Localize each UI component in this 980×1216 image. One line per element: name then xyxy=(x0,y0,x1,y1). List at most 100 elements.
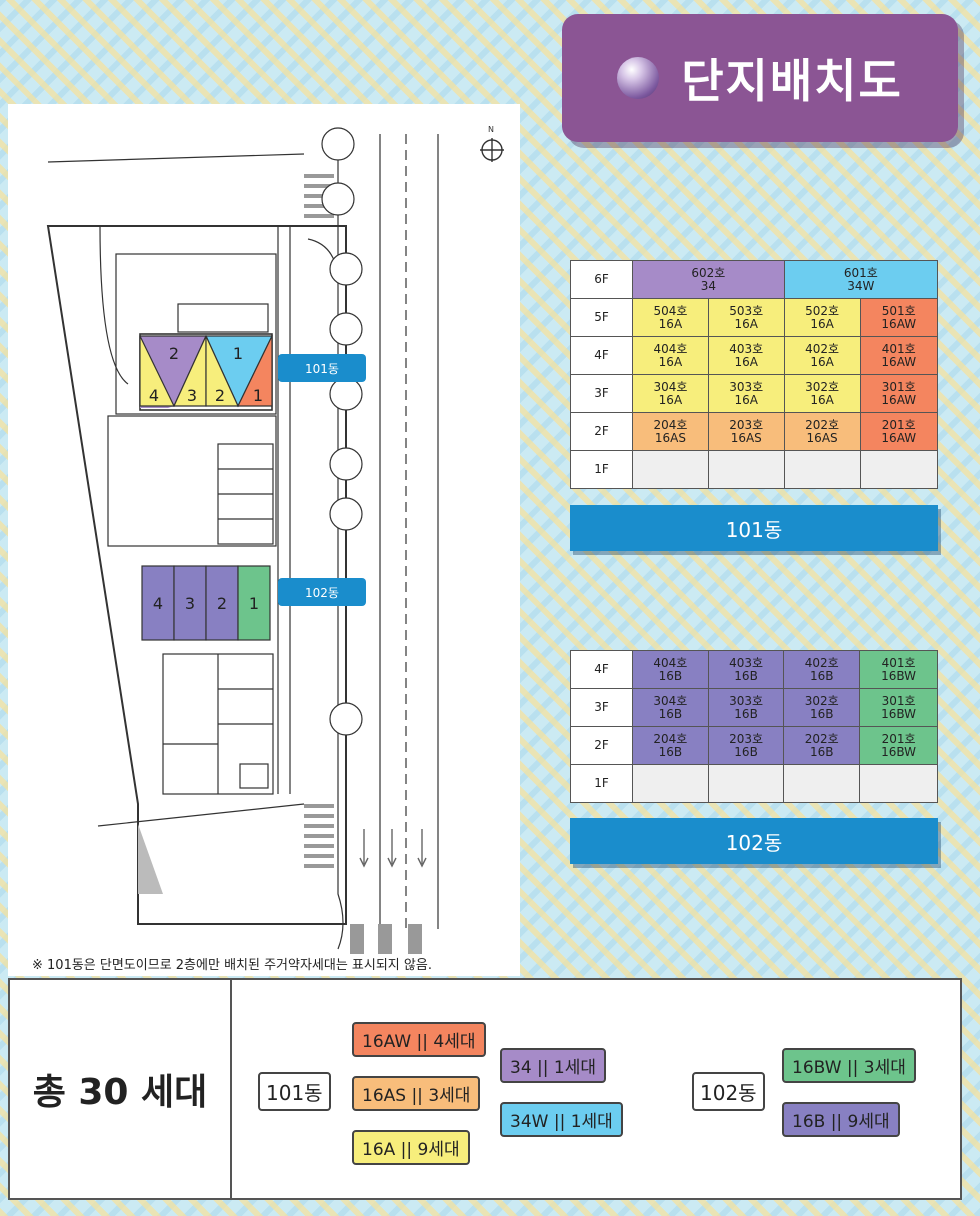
plan-badge-102: 102동 xyxy=(278,578,366,606)
unit-number: 601호 xyxy=(843,265,878,280)
unit-type: 16A xyxy=(658,354,683,369)
b101-unit-bottom-4: 1 xyxy=(253,386,263,405)
unit-number: 401호 xyxy=(881,341,916,356)
unit-cell xyxy=(783,450,861,489)
floor-label: 2F xyxy=(570,412,633,451)
unit-cell xyxy=(707,764,785,803)
unit-number: 201호 xyxy=(881,417,916,432)
unit-type: 16BW xyxy=(881,744,917,759)
site-plan-drawing: N 2 1 4 3 2 1 4 3 2 1 xyxy=(46,125,504,954)
unit-number: 404호 xyxy=(653,655,688,670)
unit-type: 16B xyxy=(658,744,683,759)
unit-type: 16B xyxy=(734,668,758,683)
floor-label: 6F xyxy=(570,260,633,299)
unit-number: 404호 xyxy=(653,341,688,356)
unit-type: 34W xyxy=(847,278,875,293)
unit-number: 401호 xyxy=(881,655,916,670)
unit-number: 201호 xyxy=(881,731,916,746)
summary-divider xyxy=(230,980,232,1198)
floor-row: 1F xyxy=(570,764,938,803)
unit-type: 16B xyxy=(810,706,834,721)
unit-type: 16AS xyxy=(806,430,838,445)
unit-type: 16B xyxy=(810,744,834,759)
b101-unit-bottom-2: 3 xyxy=(187,386,197,405)
north-label: N xyxy=(488,125,494,134)
floor-label: 3F xyxy=(570,374,633,413)
unit-type: 16B xyxy=(658,668,683,683)
unit-number: 304호 xyxy=(653,379,688,394)
page-title: 단지배치도 xyxy=(681,54,903,108)
title-banner: 단지배치도 xyxy=(562,14,958,142)
unit-number: 301호 xyxy=(881,379,916,394)
unit-type: 16B xyxy=(810,668,834,683)
unit-type: 16BW xyxy=(881,668,917,683)
unit-number: 602호 xyxy=(691,265,726,280)
chip-34w: 34W || 1세대 xyxy=(500,1102,623,1137)
unit-cell xyxy=(632,764,709,803)
floor-label: 2F xyxy=(570,726,633,765)
chip-16a: 16A || 9세대 xyxy=(352,1130,470,1165)
unit-type: 16AW xyxy=(881,316,917,331)
chip-16bw: 16BW || 3세대 xyxy=(782,1048,916,1083)
unit-summary: 총 30 세대 101동 16AW || 4세대 16AS || 3세대 16A… xyxy=(8,978,962,1200)
unit-number: 303호 xyxy=(729,379,764,394)
unit-number: 301호 xyxy=(881,693,916,708)
unit-number: 204호 xyxy=(653,731,688,746)
b102-unit-4: 4 xyxy=(153,594,163,613)
floor-label: 5F xyxy=(570,298,633,337)
b102-unit-3: 3 xyxy=(185,594,195,613)
unit-type: 16A xyxy=(810,354,834,369)
tower-101-label-bar: 101동 xyxy=(570,505,938,551)
tower-102-label-bar: 102동 xyxy=(570,818,938,864)
unit-type: 16AW xyxy=(881,392,917,407)
chip-16as: 16AS || 3세대 xyxy=(352,1076,481,1111)
floor-label: 1F xyxy=(570,450,633,489)
unit-type: 16A xyxy=(658,392,683,407)
unit-number: 403호 xyxy=(729,655,764,670)
unit-number: 503호 xyxy=(729,303,764,318)
unit-number: 203호 xyxy=(729,731,764,746)
chip-16aw: 16AW || 4세대 xyxy=(352,1022,486,1057)
b101-unit-top-right: 1 xyxy=(233,344,243,363)
unit-type: 34 xyxy=(700,278,716,293)
unit-type: 16AS xyxy=(730,430,762,445)
b101-unit-bottom-3: 2 xyxy=(215,386,225,405)
b102-unit-2: 2 xyxy=(217,594,227,613)
chip-34: 34 || 1세대 xyxy=(500,1048,606,1083)
unit-type: 16B xyxy=(734,744,758,759)
unit-cell xyxy=(859,450,939,489)
floor-label: 4F xyxy=(570,650,633,689)
unit-type: 16BW xyxy=(881,706,917,721)
unit-number: 504호 xyxy=(653,303,688,318)
unit-cell xyxy=(707,450,785,489)
floor-label: 4F xyxy=(570,336,633,375)
unit-number: 402호 xyxy=(805,341,840,356)
